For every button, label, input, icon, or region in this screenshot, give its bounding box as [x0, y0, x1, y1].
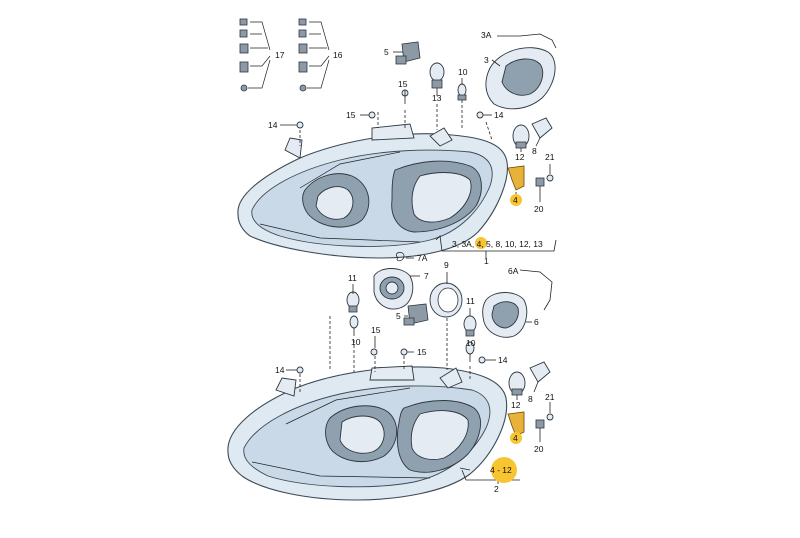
screw-21-lower: [546, 413, 554, 421]
bulb-10-lower-left: [349, 315, 359, 329]
bulb-12-upper: [512, 124, 530, 149]
screw-14-lower-b: [478, 356, 486, 364]
label-group-1: 3, 3A, 4, 5, 8, 10, 12, 13: [452, 239, 543, 249]
clip-kit-17: [239, 18, 271, 92]
bulb-10-upper: [457, 83, 467, 101]
label-16: 16: [333, 50, 343, 60]
label-8-upper: 8: [532, 146, 537, 156]
clip-kit-16: [298, 18, 330, 92]
label-8-lower: 8: [528, 394, 533, 404]
label-15-upper-a: 15: [398, 79, 408, 89]
label-17: 17: [275, 50, 285, 60]
cap-6: [482, 292, 528, 338]
screw-14-upper-b: [476, 111, 484, 119]
bracket-4-upper: [507, 165, 525, 191]
cap-3-upper: [485, 47, 556, 110]
screw-21-upper: [546, 174, 554, 182]
label-12-lower: 12: [511, 400, 521, 410]
highlight-badge-group-2: [491, 457, 517, 483]
label-20-lower: 20: [534, 444, 544, 454]
label-20-upper: 20: [534, 204, 544, 214]
label-9: 9: [444, 260, 449, 270]
label-2: 2: [494, 484, 499, 494]
label-14-upper-a: 14: [268, 120, 278, 130]
screw-15-upper-b: [368, 111, 376, 119]
label-14-lower-b: 14: [498, 355, 508, 365]
bulb-11-right: [463, 315, 477, 337]
cable-6A: [519, 269, 553, 311]
label-15-lower-b: 15: [417, 347, 427, 357]
label-15-upper-b: 15: [346, 110, 356, 120]
headlight-lower: [227, 365, 508, 501]
label-14-upper-b: 14: [494, 110, 504, 120]
highlight-badge-group-1: [475, 237, 487, 249]
headlight-upper: [237, 123, 508, 259]
bulb-11-left: [346, 291, 360, 313]
label-5-lower: 5: [396, 311, 401, 321]
label-7: 7: [424, 271, 429, 281]
highlight-badge-4-upper: [510, 194, 522, 206]
label-14-lower-a: 14: [275, 365, 285, 375]
screw-14-lower-a: [296, 366, 304, 374]
label-10-lower-right: 10: [466, 338, 476, 348]
label-11-left: 11: [348, 273, 357, 283]
label-15-lower-a: 15: [371, 325, 381, 335]
highlight-badge-4-lower: [510, 432, 522, 444]
label-10-lower-left: 10: [351, 337, 361, 347]
screw-15-lower-a: [370, 348, 378, 356]
bulb-socket-5-lower: [403, 303, 429, 326]
ring-9: [429, 282, 463, 318]
label-7A: 7A: [417, 253, 428, 263]
cable-3A: [497, 33, 557, 49]
label-group-2: 4 - 12: [490, 465, 512, 475]
label-13: 13: [432, 93, 442, 103]
label-6: 6: [534, 317, 539, 327]
nut-20-lower: [535, 419, 545, 429]
label-10-upper: 10: [458, 67, 468, 77]
fog-module-7: [373, 268, 414, 310]
label-21-lower: 21: [545, 392, 555, 402]
label-6A: 6A: [508, 266, 519, 276]
nut-20-upper: [535, 177, 545, 187]
clip-7A: [396, 252, 405, 262]
screw-14-upper-a: [296, 121, 304, 129]
label-3A-upper: 3A: [481, 30, 492, 40]
label-12-upper: 12: [515, 152, 525, 162]
socket-8-upper: [531, 117, 553, 139]
label-3-upper: 3: [484, 55, 489, 65]
label-21-upper: 21: [545, 152, 555, 162]
label-1: 1: [484, 256, 489, 266]
bulb-12-lower: [508, 371, 526, 396]
bulb-13: [429, 62, 445, 89]
bulb-socket-5-upper: [395, 41, 421, 65]
label-4-lower: 4: [513, 433, 518, 443]
label-4-upper: 4: [513, 195, 518, 205]
socket-8-lower: [529, 361, 551, 383]
screw-15-lower-b: [400, 348, 408, 356]
label-5-upper: 5: [384, 47, 389, 57]
label-11-right: 11: [466, 296, 475, 306]
